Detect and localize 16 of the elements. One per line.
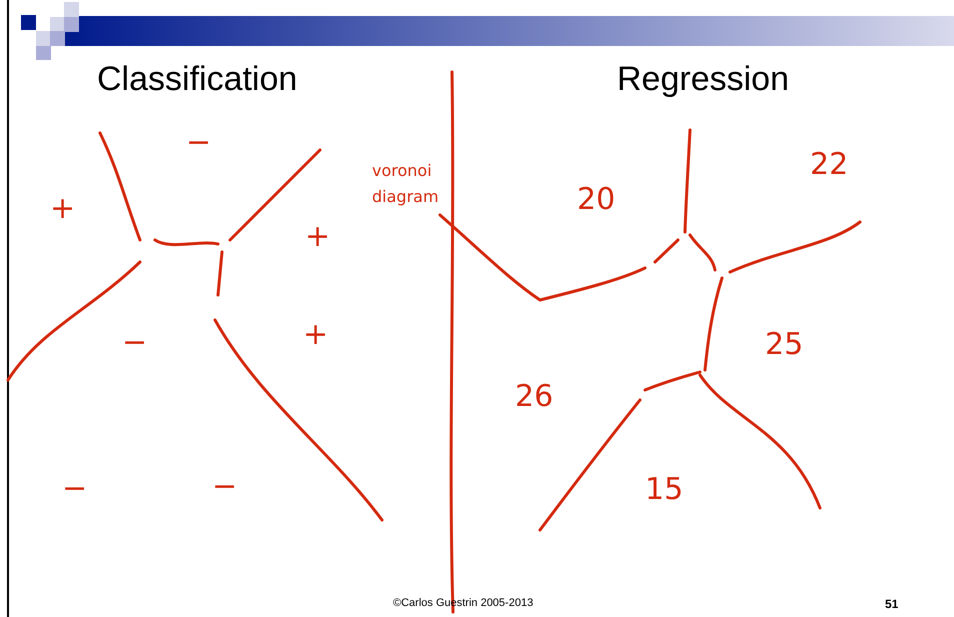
class-mark: +	[305, 222, 330, 252]
region-value: 25	[765, 330, 804, 360]
region-value: 20	[577, 185, 616, 215]
class-mark: −	[212, 472, 238, 502]
class-mark: −	[62, 474, 88, 504]
class-mark: −	[186, 128, 212, 158]
class-mark: −	[122, 328, 148, 358]
class-mark: +	[303, 320, 328, 350]
region-value: 22	[810, 150, 848, 180]
region-value: 26	[515, 382, 554, 412]
slide-number: 51	[885, 598, 898, 610]
handwritten-note: voronoi diagram	[372, 160, 440, 208]
region-value: 15	[645, 475, 684, 505]
panel-heading: Classification	[97, 62, 298, 96]
panel-heading: Regression	[617, 62, 789, 96]
class-mark: +	[50, 194, 76, 224]
